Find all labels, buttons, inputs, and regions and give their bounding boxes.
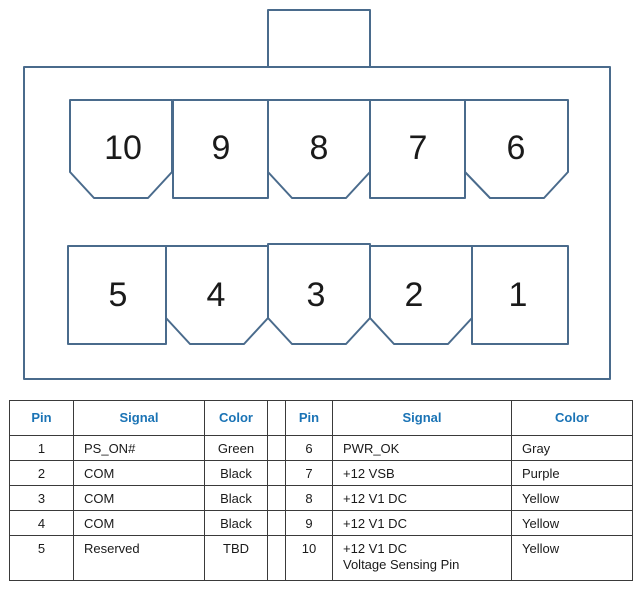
table-header-row: Pin Signal Color Pin Signal Color <box>9 400 633 436</box>
pin-cavity-7 <box>369 99 466 199</box>
pin-cavity-3 <box>267 243 371 345</box>
pin-number-3: 3 <box>307 276 326 314</box>
signal-cell: COM <box>73 510 205 536</box>
table-row: 4 COM Black 9 +12 V1 DC Yellow <box>9 510 633 536</box>
pin-cavity-1 <box>471 245 569 345</box>
pin-cell: 9 <box>285 510 333 536</box>
pin-number-5: 5 <box>109 276 128 314</box>
pin-number-8: 8 <box>310 129 329 167</box>
color-cell: Purple <box>511 460 633 486</box>
color-cell: Yellow <box>511 535 633 581</box>
pinout-table: Pin Signal Color Pin Signal Color 1 PS_O… <box>9 400 633 581</box>
pin-number-1: 1 <box>509 276 528 314</box>
connector-diagram: 10 9 8 7 6 5 4 3 2 1 <box>23 9 611 380</box>
signal-note: Voltage Sensing Pin <box>343 557 460 572</box>
pin-cell: 6 <box>285 435 333 461</box>
table-row: 2 COM Black 7 +12 VSB Purple <box>9 460 633 486</box>
header-pin-right: Pin <box>285 400 333 436</box>
signal-cell: COM <box>73 485 205 511</box>
color-cell: Gray <box>511 435 633 461</box>
signal-cell: +12 VSB <box>332 460 512 486</box>
table-row: 3 COM Black 8 +12 V1 DC Yellow <box>9 485 633 511</box>
color-cell: Black <box>204 460 268 486</box>
signal-cell: PWR_OK <box>332 435 512 461</box>
connector-latch <box>267 9 371 68</box>
pin-number-7: 7 <box>409 129 428 167</box>
color-cell: Yellow <box>511 485 633 511</box>
pin-cell: 7 <box>285 460 333 486</box>
header-pin: Pin <box>9 400 74 436</box>
color-cell: Yellow <box>511 510 633 536</box>
pin-cell: 5 <box>9 535 74 581</box>
pin-number-4: 4 <box>207 276 226 314</box>
table-gap <box>267 535 286 581</box>
signal-cell: COM <box>73 460 205 486</box>
pin-number-9: 9 <box>212 129 231 167</box>
pin-cell: 1 <box>9 435 74 461</box>
header-color-right: Color <box>511 400 633 436</box>
signal-cell: Reserved <box>73 535 205 581</box>
signal-text: +12 V1 DC <box>343 541 407 556</box>
header-signal: Signal <box>73 400 205 436</box>
pin-cell: 3 <box>9 485 74 511</box>
table-gap <box>267 510 286 536</box>
table-row: 1 PS_ON# Green 6 PWR_OK Gray <box>9 435 633 461</box>
pin-cell: 2 <box>9 460 74 486</box>
pin-number-2: 2 <box>405 276 424 314</box>
signal-cell: +12 V1 DC Voltage Sensing Pin <box>332 535 512 581</box>
table-gap <box>267 435 286 461</box>
pin-number-6: 6 <box>507 129 526 167</box>
pin-cavity-9 <box>172 99 269 199</box>
signal-cell: PS_ON# <box>73 435 205 461</box>
pin-cell: 4 <box>9 510 74 536</box>
table-row: 5 Reserved TBD 10 +12 V1 DC Voltage Sens… <box>9 535 633 581</box>
color-cell: Black <box>204 485 268 511</box>
pin-cell: 8 <box>285 485 333 511</box>
header-color: Color <box>204 400 268 436</box>
color-cell: Black <box>204 510 268 536</box>
pin-cavity-5 <box>67 245 167 345</box>
table-gap <box>267 400 286 436</box>
color-cell: Green <box>204 435 268 461</box>
pin-cell: 10 <box>285 535 333 581</box>
table-gap <box>267 460 286 486</box>
signal-cell: +12 V1 DC <box>332 510 512 536</box>
pin-cavity-6 <box>464 99 569 199</box>
pin-number-10: 10 <box>104 129 142 167</box>
connector-housing <box>23 66 611 380</box>
table-gap <box>267 485 286 511</box>
signal-cell: +12 V1 DC <box>332 485 512 511</box>
color-cell: TBD <box>204 535 268 581</box>
header-signal-right: Signal <box>332 400 512 436</box>
